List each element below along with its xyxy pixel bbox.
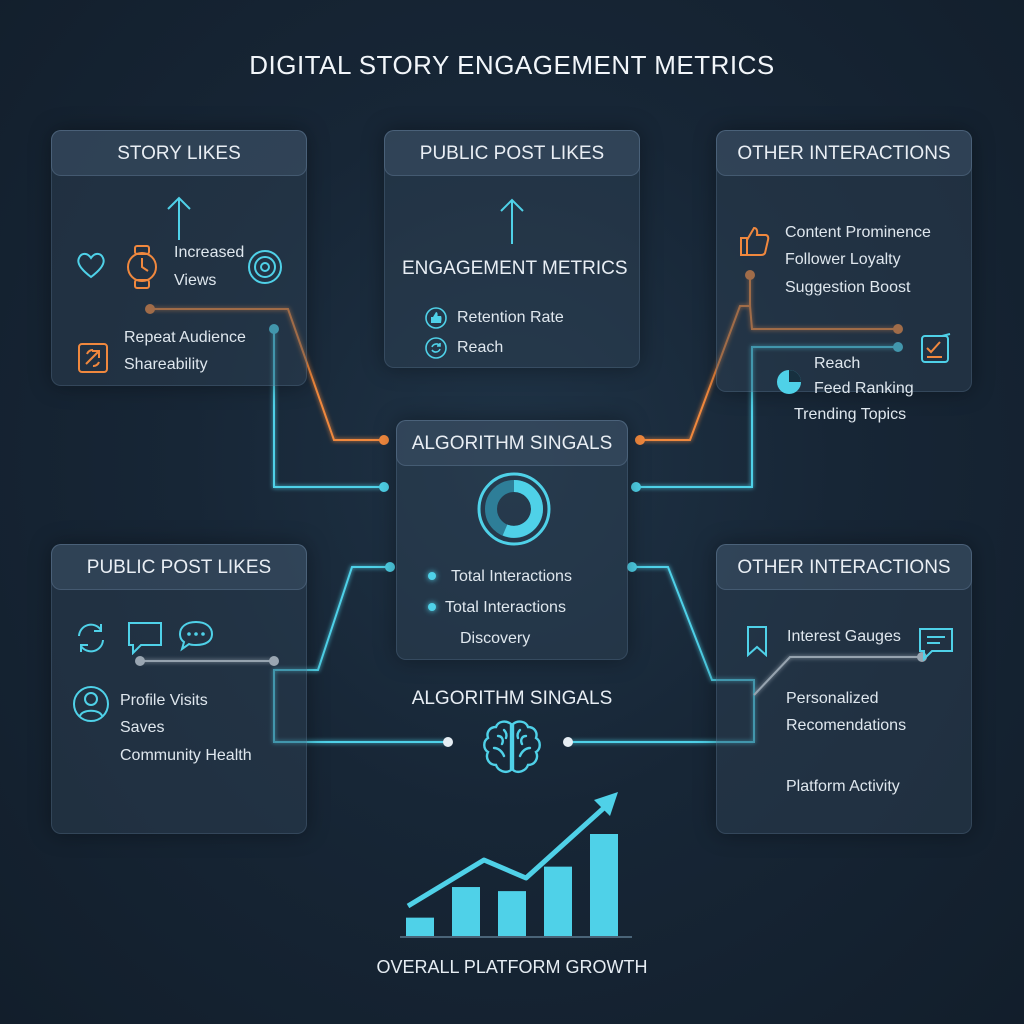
share-icon	[78, 343, 108, 373]
thumbs-up-icon	[740, 226, 770, 256]
item-discovery: Discovery	[460, 630, 531, 647]
item-interest-gauges: Interest Gauges	[787, 628, 901, 645]
refresh-icon	[78, 623, 104, 653]
connector-center-right	[568, 566, 755, 743]
item-increased: Increased	[174, 244, 245, 261]
growth-chart-icon	[400, 792, 632, 938]
card-algorithm-center-header: ALGORITHM SINGALS	[396, 420, 628, 466]
item-repeat-audience: Repeat Audience	[124, 329, 246, 346]
card-other-top-header: OTHER INTERACTIONS	[716, 130, 972, 176]
checklist-icon	[921, 333, 951, 363]
growth-trend-line	[406, 804, 608, 909]
node-dot	[443, 737, 453, 747]
item-suggestion-boost: Suggestion Boost	[785, 279, 911, 296]
node-dot	[269, 324, 279, 334]
connector-white-right	[753, 656, 922, 696]
node-dot	[379, 482, 389, 492]
bookmark-icon	[747, 626, 767, 657]
chat-icon	[128, 622, 162, 655]
watch-icon	[127, 245, 157, 289]
connector-story-cyan	[273, 329, 384, 488]
thumbs-up-icon	[425, 307, 447, 329]
item-content-prominence: Content Prominence	[785, 224, 931, 241]
item-recomendations: Recomendations	[786, 717, 907, 734]
card-public-post-bottom[interactable]	[51, 544, 307, 834]
item-profile-visits: Profile Visits	[120, 692, 208, 709]
connector-center-left	[273, 566, 448, 743]
item-feed-ranking: Feed Ranking	[814, 380, 914, 397]
user-icon	[73, 686, 109, 722]
card-public-post-bottom-header: PUBLIC POST LIKES	[51, 544, 307, 590]
node-dot	[135, 656, 145, 666]
card-other-bottom[interactable]	[716, 544, 972, 834]
donut-chart-icon	[477, 472, 551, 546]
chat-icon	[919, 628, 953, 661]
node-dot	[145, 304, 155, 314]
connector-other-cyan	[636, 346, 898, 488]
overall-growth-label: OVERALL PLATFORM GROWTH	[376, 957, 648, 977]
item-trending-topics: Trending Topics	[794, 406, 907, 423]
node-dot	[563, 737, 573, 747]
connector-other-orange-2	[749, 305, 898, 330]
item-platform-activity: Platform Activity	[786, 778, 900, 795]
item-shareability: Shareability	[124, 356, 208, 373]
growth-bar	[452, 887, 480, 936]
growth-bar	[590, 834, 618, 936]
connector-other-orange	[640, 275, 751, 441]
bullet-dot	[428, 572, 436, 580]
growth-bar	[406, 917, 434, 936]
item-reach: Reach	[457, 339, 504, 356]
page-title: DIGITAL STORY ENGAGEMENT METRICS	[249, 50, 775, 80]
node-dot	[631, 482, 641, 492]
item-follower-loyalty: Follower Loyalty	[785, 251, 901, 268]
node-dot	[627, 562, 637, 572]
node-dot	[385, 562, 395, 572]
item-views: Views	[174, 272, 217, 289]
node-dot	[745, 270, 755, 280]
bullet-dot	[428, 603, 436, 611]
pie-icon	[777, 370, 801, 394]
refresh-icon	[425, 337, 447, 359]
connector-story-orange	[150, 308, 384, 441]
growth-bar	[498, 891, 526, 936]
arrow-up-icon	[500, 198, 524, 244]
card-public-post-top-header: PUBLIC POST LIKES	[384, 130, 640, 176]
item-retention-rate: Retention Rate	[457, 309, 564, 326]
item-saves: Saves	[120, 719, 165, 736]
node-dot	[379, 435, 389, 445]
arrow-up-icon	[167, 196, 191, 240]
node-dot	[635, 435, 645, 445]
item-total-interactions-2: Total Interactions	[445, 599, 566, 616]
heart-icon	[77, 252, 105, 279]
node-dot	[269, 656, 279, 666]
node-dot	[893, 324, 903, 334]
node-dot	[893, 342, 903, 352]
item-total-interactions-1: Total Interactions	[451, 568, 572, 585]
growth-bar	[544, 866, 572, 936]
chat-icon	[178, 620, 214, 652]
item-reach-right: Reach	[814, 355, 861, 372]
item-personalized: Personalized	[786, 690, 879, 707]
engagement-metrics-label: ENGAGEMENT METRICS	[402, 258, 628, 279]
growth-arrow-head	[594, 792, 618, 816]
item-community-health: Community Health	[120, 747, 252, 764]
card-other-bottom-header: OTHER INTERACTIONS	[716, 544, 972, 590]
brain-icon	[483, 720, 541, 773]
card-story-likes-header: STORY LIKES	[51, 130, 307, 176]
target-icon	[248, 250, 282, 284]
algorithm-signals-lower-label: ALGORITHM SINGALS	[411, 688, 613, 709]
